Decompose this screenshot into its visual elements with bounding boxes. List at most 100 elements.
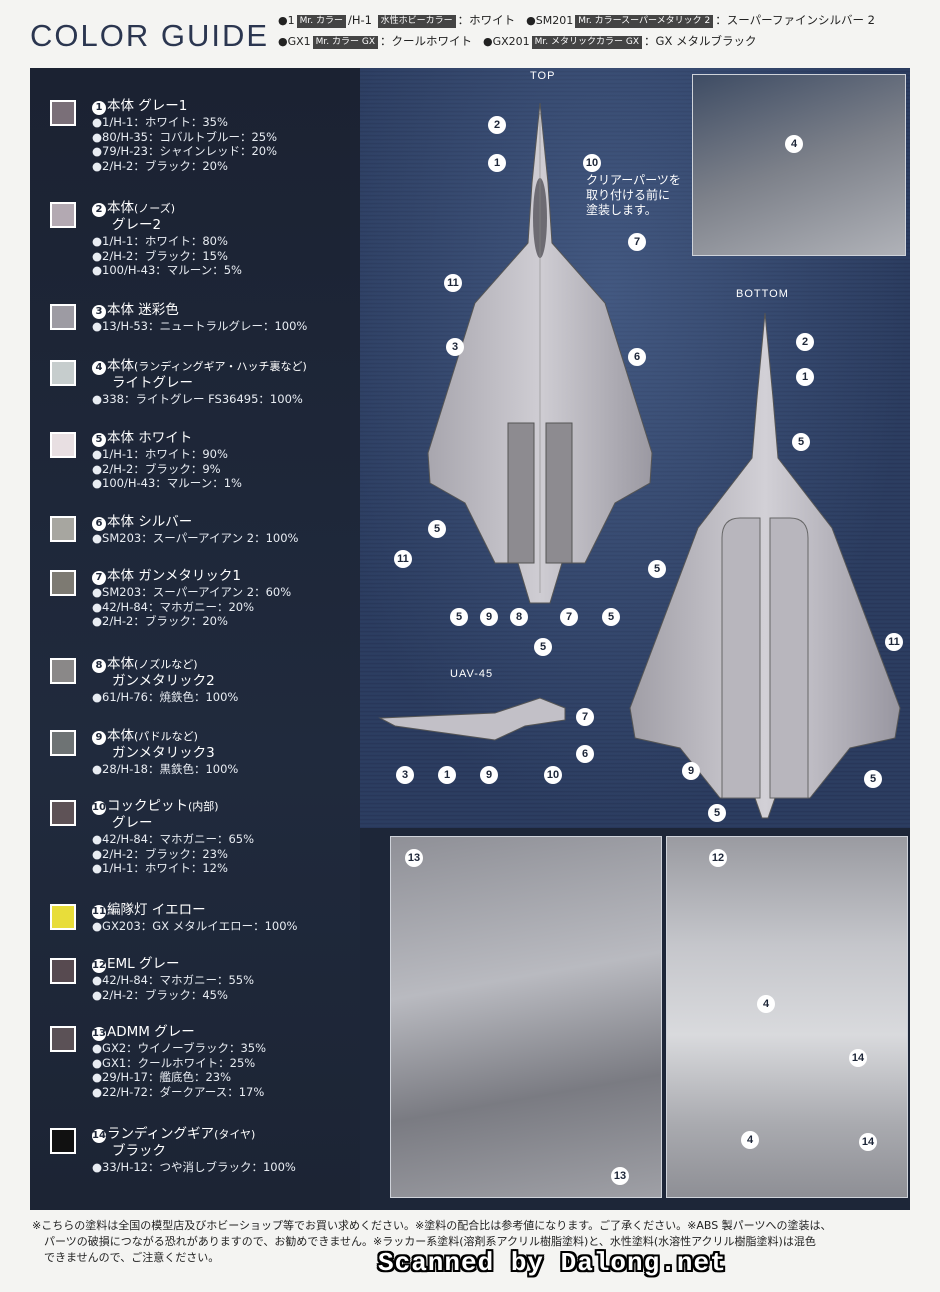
- mix-ratio: ●79/H-23：シャインレッド：20%: [92, 144, 278, 158]
- callout-9: 9: [480, 608, 498, 626]
- color-swatch: [50, 1128, 76, 1154]
- color-number: 6: [92, 517, 106, 531]
- callout-13: 13: [405, 849, 423, 867]
- color-swatch: [50, 904, 76, 930]
- color-number: 4: [92, 361, 106, 375]
- color-number: 7: [92, 571, 106, 585]
- callout-12: 12: [709, 849, 727, 867]
- mix-ratio: ●1/H-1：ホワイト：90%: [92, 447, 228, 461]
- callout-5: 5: [864, 770, 882, 788]
- color-swatch: [50, 1026, 76, 1052]
- clear-parts-note: クリアーパーツを 取り付ける前に 塗装します。: [586, 173, 681, 217]
- callout-9: 9: [480, 766, 498, 784]
- callout-10: 10: [583, 154, 601, 172]
- color-title: 12EML グレー: [92, 956, 180, 973]
- mix-ratio: ●61/H-76：焼鉄色：100%: [92, 690, 239, 704]
- color-swatch: [50, 516, 76, 542]
- callout-4: 4: [785, 135, 803, 153]
- color-subtitle: グレー2: [112, 217, 162, 233]
- mix-ratio: ●42/H-84：マホガニー：20%: [92, 599, 255, 614]
- color-subtitle: ガンメタリック3: [112, 745, 215, 761]
- color-subtitle: ブラック: [112, 1143, 166, 1159]
- mix-ratio: ●28/H-18：黒鉄色：100%: [92, 762, 239, 776]
- mix-ratio: ●2/H-2：ブラック：45%: [92, 987, 228, 1002]
- color-number: 11: [92, 905, 106, 919]
- mix-ratio: ●22/H-72：ダークアース：17%: [92, 1084, 265, 1099]
- color-subtitle: グレー: [112, 815, 153, 831]
- callout-1: 1: [488, 154, 506, 172]
- mix-ratio: ●42/H-84：マホガニー：55%: [92, 973, 255, 987]
- uav-label: UAV-45: [450, 668, 494, 680]
- callout-4: 4: [741, 1131, 759, 1149]
- color-swatch: [50, 958, 76, 984]
- bottom-view-label: BOTTOM: [736, 288, 789, 300]
- color-number: 10: [92, 801, 106, 815]
- color-number: 9: [92, 731, 106, 745]
- color-number: 14: [92, 1129, 106, 1143]
- mix-ratio: ●100/H-43：マルーン：1%: [92, 476, 242, 490]
- callout-5: 5: [534, 638, 552, 656]
- mix-ratio: ●33/H-12：つや消しブラック：100%: [92, 1160, 296, 1174]
- callout-5: 5: [602, 608, 620, 626]
- color-title: 14ランディングギア(タイヤ): [92, 1126, 256, 1143]
- color-swatch: [50, 730, 76, 756]
- mix-ratio: ●2/H-2：ブラック：15%: [92, 248, 228, 263]
- color-swatch: [50, 658, 76, 684]
- mix-ratio: ●338：ライトグレー FS36495：100%: [92, 392, 303, 406]
- photo-admm-weapon-bays: 13 13: [390, 836, 662, 1198]
- aircraft-bottom-view: [629, 312, 901, 819]
- callout-11: 11: [885, 633, 903, 651]
- callout-2: 2: [796, 333, 814, 351]
- color-subtitle: ガンメタリック2: [112, 673, 215, 689]
- callout-3: 3: [446, 338, 464, 356]
- mix-ratio: ●42/H-84：マホガニー：65%: [92, 832, 255, 846]
- photo-eml-and-landing-gear: 12 4 14 4 14: [666, 836, 908, 1198]
- photo-landing-gear-bay: 4: [692, 74, 906, 256]
- callout-9: 9: [682, 762, 700, 780]
- callout-7: 7: [628, 233, 646, 251]
- callout-8: 8: [510, 608, 528, 626]
- top-view-label: TOP: [530, 70, 556, 82]
- callout-5: 5: [648, 560, 666, 578]
- callout-5: 5: [428, 520, 446, 538]
- mix-ratio: ●1/H-1：ホワイト：35%: [92, 115, 228, 129]
- color-swatch: [50, 570, 76, 596]
- callout-1: 1: [438, 766, 456, 784]
- color-number: 12: [92, 959, 106, 973]
- callout-5: 5: [708, 804, 726, 822]
- callout-4: 4: [757, 995, 775, 1013]
- callout-11: 11: [444, 274, 462, 292]
- mix-ratio: ●2/H-2：ブラック：20%: [92, 614, 228, 628]
- mix-ratio: ●1/H-1：ホワイト：80%: [92, 234, 228, 248]
- callout-14: 14: [859, 1133, 877, 1151]
- footer-notes: ※こちらの塗料は全国の模型店及びホビーショップ等でお買い求めください。※塗料の配…: [32, 1219, 832, 1264]
- mix-ratio: ●GX203：GX メタルイエロー：100%: [92, 919, 298, 933]
- callout-5: 5: [792, 433, 810, 451]
- color-subtitle: ライトグレー: [112, 375, 193, 391]
- color-swatch: [50, 800, 76, 826]
- color-title: 10コックピット(内部): [92, 798, 219, 815]
- callout-11: 11: [394, 550, 412, 568]
- mix-ratio: ●2/H-2：ブラック：23%: [92, 846, 228, 861]
- color-number: 2: [92, 203, 106, 217]
- callout-6: 6: [628, 348, 646, 366]
- mix-ratio: ●29/H-17：艦底色：23%: [92, 1070, 232, 1084]
- color-number: 3: [92, 305, 106, 319]
- mix-ratio: ●1/H-1：ホワイト：12%: [92, 861, 228, 875]
- color-title: 13ADMM グレー: [92, 1024, 195, 1041]
- mix-ratio: ●13/H-53：ニュートラルグレー：100%: [92, 319, 308, 333]
- mix-ratio: ●GX2：ウイノーブラック：35%: [92, 1041, 267, 1055]
- mix-ratio: ●2/H-2：ブラック：9%: [92, 461, 221, 476]
- color-swatch: [50, 360, 76, 386]
- mix-ratio: ●80/H-35：コバルトブルー：25%: [92, 129, 278, 144]
